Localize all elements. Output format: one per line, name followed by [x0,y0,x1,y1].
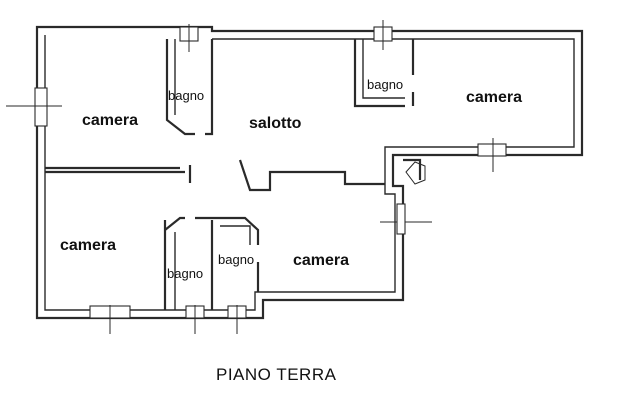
windows [6,20,507,334]
room-label-camera-bottom-right: camera [293,252,349,269]
room-label-camera-top-right: camera [466,89,522,106]
room-label-salotto: salotto [249,115,302,132]
room-label-bagno-bottom-right: bagno [218,252,254,267]
room-label-camera-top-left: camera [82,112,138,129]
room-label-bagno-top-left: bagno [168,88,204,103]
room-label-camera-bottom-left: camera [60,237,116,254]
room-labels: camera bagno salotto bagno camera camera… [60,77,522,281]
outer-walls [35,25,584,320]
room-label-bagno-bottom-left: bagno [167,266,203,281]
room-label-bagno-top-right: bagno [367,77,403,92]
floor-title: PIANO TERRA [216,365,337,384]
interior-walls [45,39,422,310]
